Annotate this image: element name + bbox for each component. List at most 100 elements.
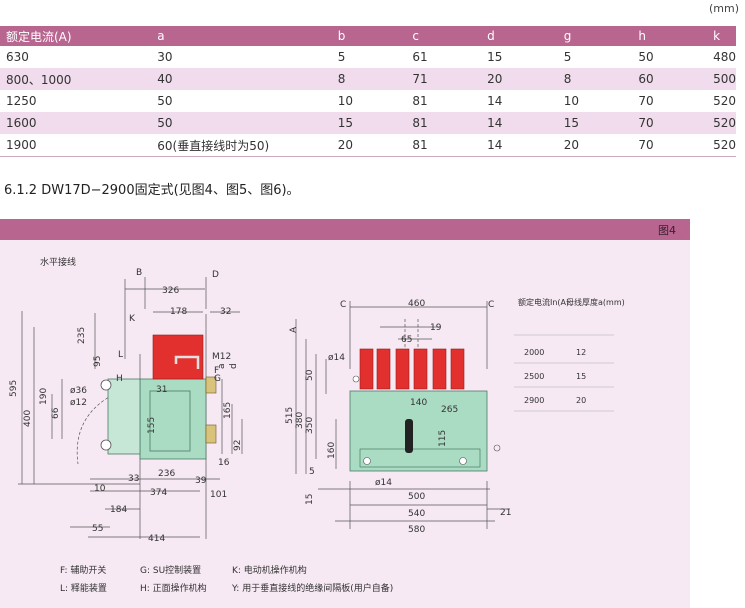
dim-label: 165: [223, 402, 233, 419]
busbar-cell: 2900: [524, 396, 544, 405]
col-header: h: [632, 26, 708, 46]
table-cell: 10: [337, 94, 354, 108]
table-cell: 60(垂直接线时为50): [151, 134, 332, 157]
dim-label: 19: [430, 323, 442, 333]
dim-label: d: [229, 363, 239, 369]
busbar-cell: 15: [576, 372, 586, 381]
side-inner-box: [149, 390, 191, 452]
busbar-cell: 20: [576, 396, 586, 405]
dim-label: 160: [327, 442, 337, 459]
table-cell: 40: [151, 68, 332, 90]
operating-handle: [405, 419, 413, 453]
spec-table: 额定电流(A) a b c d g h k 630 30 5 61 15 5 5…: [0, 26, 736, 157]
table-cell: 520: [707, 112, 736, 134]
busbar-cell: 12: [576, 348, 586, 357]
table-cell: 15: [487, 50, 503, 64]
dim-label: 55: [92, 524, 103, 534]
technical-drawing: 水平接线: [9, 256, 625, 544]
dim-label: 235: [77, 327, 87, 344]
table-cell: 520: [707, 134, 736, 157]
dim-label: 414: [148, 534, 165, 544]
col-header: d: [481, 26, 558, 46]
dim-label: a: [217, 363, 227, 369]
pivot-upper: [100, 379, 112, 391]
table-row: 800、1000 40 8 71 20 8 60 500: [0, 68, 736, 90]
col-header: b: [331, 26, 407, 46]
legend-item: L: 释能装置: [60, 584, 107, 594]
busbar-header: 额定电流In(A): [518, 297, 569, 307]
legend-item: H: 正面操作机构: [140, 584, 207, 594]
col-header: c: [406, 26, 482, 46]
table-cell: 71: [406, 68, 482, 90]
dim-label: 515: [285, 407, 295, 424]
dim-label: 595: [9, 380, 19, 397]
dim-label: 65: [401, 335, 412, 345]
dim-label: 190: [39, 388, 49, 405]
table-cell: 20: [481, 68, 558, 90]
dim-label: 540: [408, 509, 425, 519]
dim-label: 374: [150, 488, 167, 498]
table-cell: 15: [331, 112, 407, 134]
dim-label: ø14: [375, 478, 392, 488]
dim-label: 50: [305, 369, 315, 381]
table-row: 630 30 5 61 15 5 50 480: [0, 46, 736, 68]
dim-label: 155: [147, 417, 157, 434]
table-cell: 60: [632, 68, 708, 90]
table-cell: 70: [632, 112, 708, 134]
table-cell: 500: [707, 68, 736, 90]
ref-letter: F: [214, 366, 219, 376]
table-cell: 81: [412, 94, 428, 108]
mount-hole: [363, 457, 371, 465]
ref-letter: D: [212, 270, 219, 280]
dim-label: 32: [220, 307, 231, 317]
table-cell: 520: [713, 94, 736, 108]
dim-label: 15: [305, 494, 315, 505]
legend-item: Y: 用于垂直接线的绝缘间隔板(用户自备): [232, 584, 394, 594]
dim-label: 380: [295, 412, 305, 429]
table-cell: 5: [563, 50, 572, 64]
legend-item: F: 辅助开关: [60, 566, 107, 576]
col-header: a: [151, 26, 332, 46]
dim-label: 39: [195, 476, 207, 486]
table-cell: 50: [638, 50, 654, 64]
table-cell: 10: [563, 94, 579, 108]
table-cell: 1250: [6, 94, 37, 108]
pivot-lower: [100, 439, 112, 451]
dim-label: 10: [94, 484, 106, 494]
dim-label: M12: [212, 352, 231, 362]
col-header: k: [707, 26, 736, 46]
table-cell: 61: [412, 50, 428, 64]
dim-label: 31: [156, 385, 167, 395]
dim-label: 326: [162, 286, 179, 296]
table-cell: 15: [557, 112, 633, 134]
col-header: 额定电流(A): [0, 26, 152, 46]
dim-label: 236: [158, 469, 175, 479]
terminals-side: [205, 376, 217, 444]
arc-chutes-front: [359, 348, 465, 390]
col-header: g: [557, 26, 633, 46]
busbar-cell: 2000: [524, 348, 544, 357]
section-title: 6.1.2 DW17D−2900固定式(见图4、图5、图6)。: [4, 183, 300, 198]
busbar-cell: 2500: [524, 372, 544, 381]
front-plate: [359, 448, 481, 468]
table-cell: 800、1000: [0, 68, 152, 90]
busbar-table: 额定电流In(A) 母线厚度a(mm) 2000 12 2500 15 2900…: [514, 297, 625, 412]
dim-label: 92: [233, 440, 243, 451]
dim-label: 400: [23, 410, 33, 427]
handle-side: [174, 355, 200, 369]
table-cell: 81: [406, 112, 482, 134]
figure-caption: 水平接线: [40, 256, 76, 268]
table-cell: 14: [481, 112, 558, 134]
ref-letter: A: [289, 326, 299, 333]
front-view-drawing: [295, 301, 510, 529]
dim-label: 21: [500, 508, 511, 518]
table-cell: 480: [713, 50, 736, 64]
table-cell: 50: [151, 112, 332, 134]
figure-header-bar: 图4: [0, 219, 690, 240]
table-cell: 630: [6, 50, 29, 64]
dim-label: 265: [441, 405, 458, 415]
dim-label: 460: [408, 299, 425, 309]
table-cell: 1900: [0, 134, 152, 157]
table-cell: 1600: [0, 112, 152, 134]
table-cell: 70: [638, 94, 654, 108]
